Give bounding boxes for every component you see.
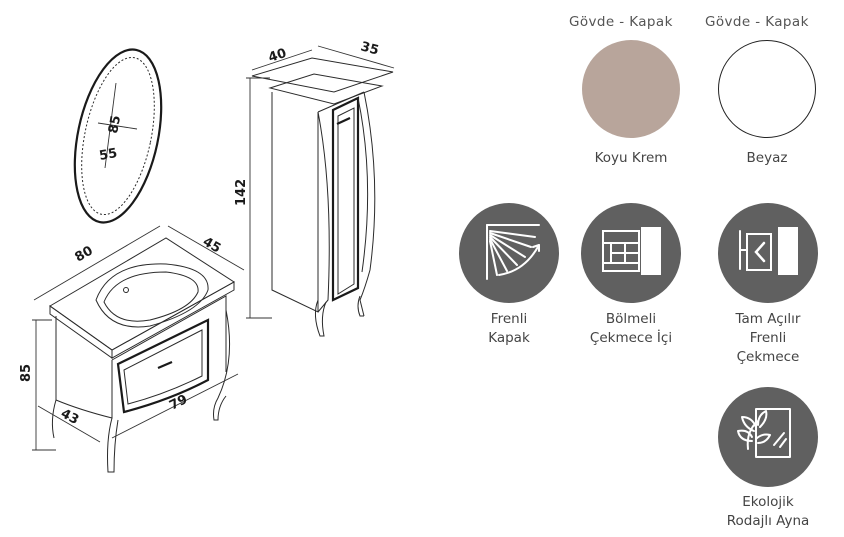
vanity-front-label: 79 [167, 392, 190, 413]
cabinet-width-label: 40 [267, 46, 289, 66]
furniture-drawing: 85 55 142 40 35 [19, 39, 395, 473]
cabinet-height-label: 142 [234, 179, 249, 206]
soft-close-door-icon [459, 203, 559, 303]
swatch-label-1: Koyu Krem [594, 150, 668, 166]
vanity-side-label: 43 [58, 406, 81, 428]
swatch-beyaz [718, 40, 816, 138]
vanity-height-label: 85 [19, 364, 34, 382]
swatch-label-2: Beyaz [746, 150, 788, 166]
cabinet-depth-label: 35 [359, 39, 380, 58]
mirror-width-line [97, 122, 138, 130]
swatch-header-1: Gövde - Kapak [569, 14, 673, 30]
swatch-koyu-krem [582, 40, 680, 138]
vanity-width-label: 80 [73, 243, 96, 265]
eco-mirror-icon [718, 387, 818, 487]
swatch-header-2: Gövde - Kapak [705, 14, 809, 30]
full-extension-drawer-icon [718, 203, 818, 303]
oval-mirror: 85 55 [73, 48, 163, 224]
mirror-width-label: 55 [98, 146, 118, 164]
tall-cabinet: 142 40 35 [234, 39, 395, 337]
vanity-unit: 80 45 85 43 79 [19, 225, 245, 473]
mirror-height-line [104, 82, 117, 169]
vanity-depth-label: 45 [200, 234, 223, 256]
mirror-height-label: 85 [106, 114, 124, 134]
compartment-drawer-icon [581, 203, 681, 303]
